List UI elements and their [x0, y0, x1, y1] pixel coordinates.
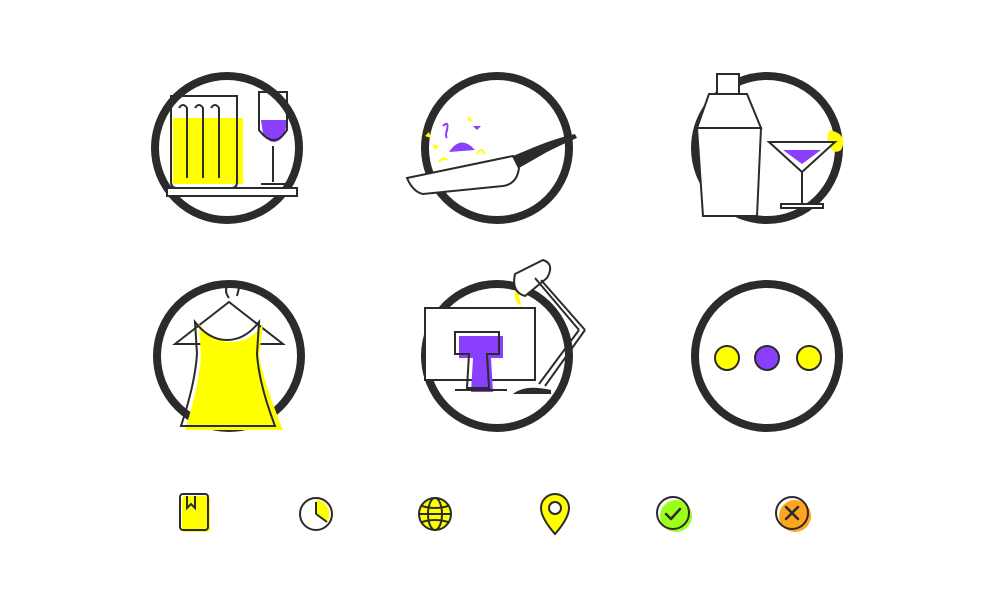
clock-icon[interactable]	[294, 492, 338, 536]
more-options-icon[interactable]	[677, 266, 857, 446]
clothes-hanger-shirt-icon[interactable]	[139, 266, 319, 446]
globe-icon[interactable]	[413, 492, 457, 536]
computer-desk-lamp-icon[interactable]	[407, 258, 587, 446]
location-pin-icon[interactable]	[533, 492, 577, 536]
close-circle-icon[interactable]	[771, 492, 815, 536]
bookmark-book-icon[interactable]	[174, 492, 218, 536]
checkmark-circle-icon[interactable]	[652, 492, 696, 536]
drinks-icon[interactable]	[137, 58, 317, 238]
cooking-pan-icon[interactable]	[405, 58, 587, 238]
cocktail-shaker-icon[interactable]	[677, 58, 857, 238]
